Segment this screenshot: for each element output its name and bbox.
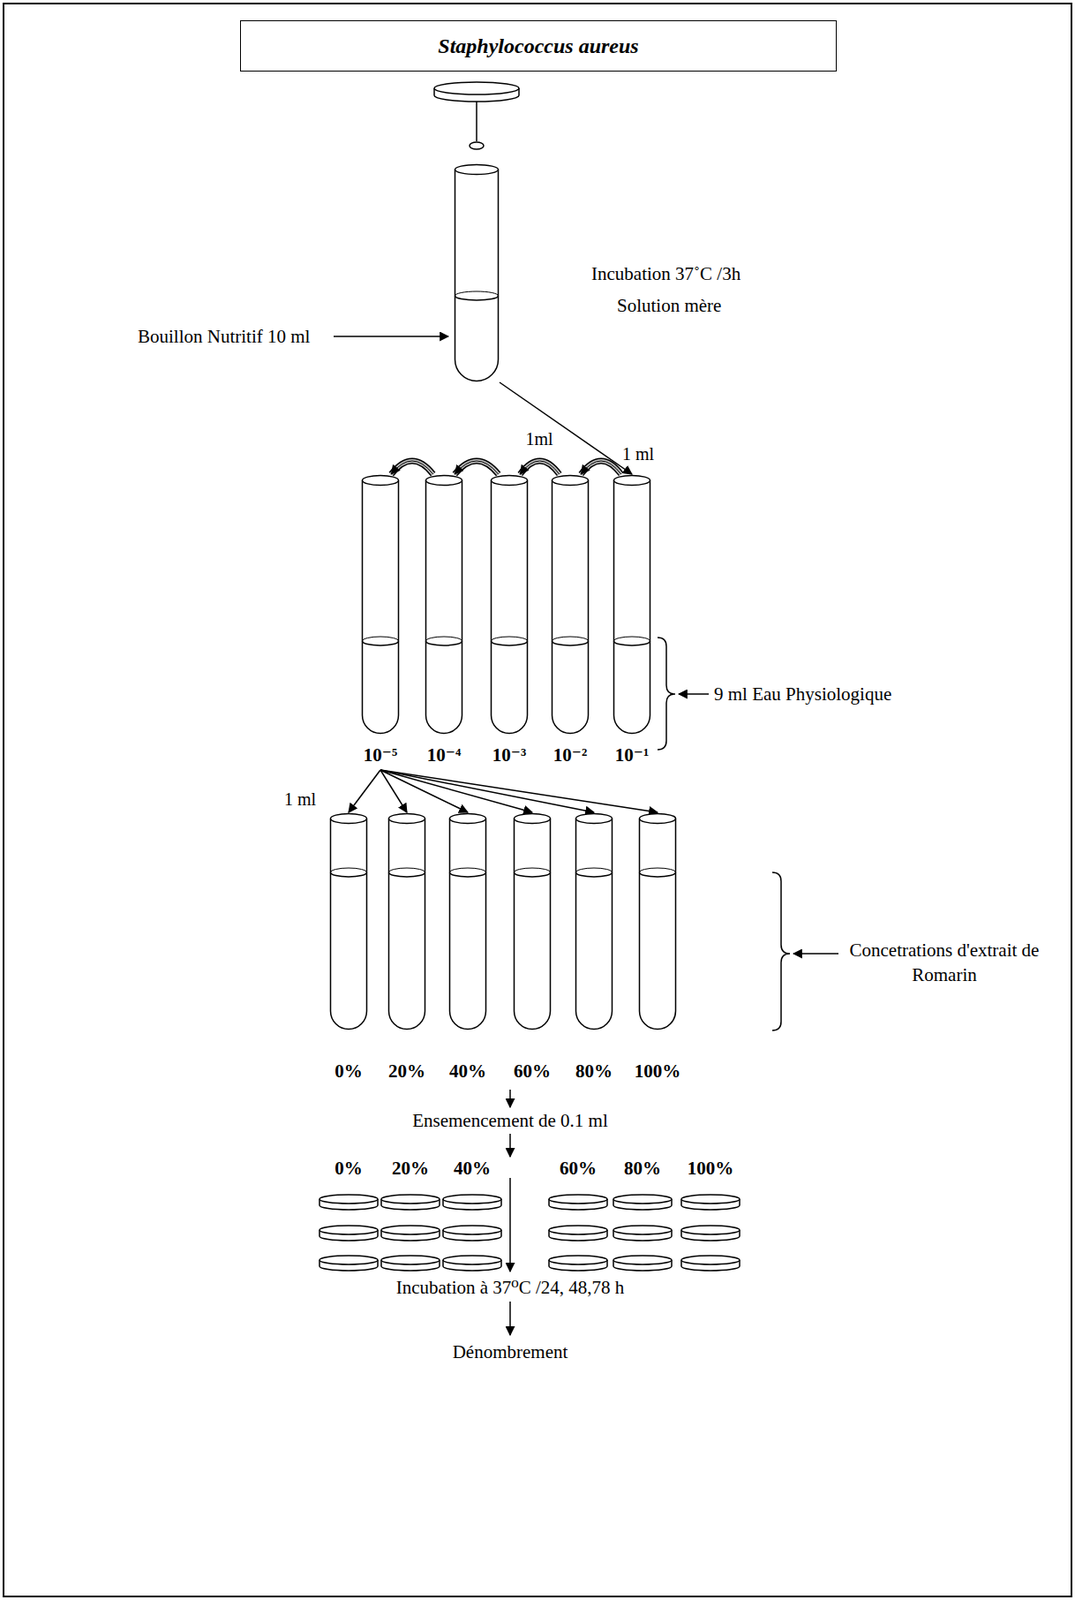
- plate-label: 80%: [623, 1155, 662, 1181]
- connector: [390, 460, 433, 474]
- edge-label: 1ml: [523, 428, 555, 450]
- title-box: Staphylococcus aureus: [240, 20, 837, 72]
- note-label: Concetrations d'extrait de Romarin: [842, 937, 1046, 988]
- tube-label: 100%: [631, 1059, 685, 1083]
- tube-label: 80%: [569, 1059, 619, 1083]
- petri-plate: [443, 1225, 502, 1241]
- connector: [519, 460, 559, 474]
- test-tube: 60%: [507, 811, 557, 1086]
- plate-label: 40%: [453, 1155, 491, 1181]
- test-tube: 20%: [382, 811, 432, 1086]
- note-label: Bouillon Nutritif 10 ml: [137, 323, 310, 349]
- note-label: Incubation à 37⁰C /24, 48,78 h: [396, 1274, 625, 1300]
- tube-label: 10⁻⁴: [419, 743, 469, 767]
- title-text: Staphylococcus aureus: [437, 32, 639, 60]
- connector: [499, 382, 632, 474]
- petri-plate: [319, 1225, 378, 1241]
- tube-note: Solution mère: [616, 293, 722, 317]
- flow-arrow: [509, 1133, 512, 1157]
- test-tube: 100%: [631, 811, 685, 1086]
- tube-label: 0%: [323, 1059, 374, 1083]
- petri-plate: [613, 1255, 672, 1271]
- petri-plate: [443, 1255, 502, 1271]
- petri-plate: [443, 1194, 502, 1210]
- edge-label: 1 ml: [620, 443, 656, 465]
- tube-note: Incubation 37˚C /3h: [591, 262, 741, 286]
- connector: [380, 769, 594, 812]
- pointer-arrow: [333, 335, 449, 338]
- tube-label: 20%: [382, 1059, 432, 1083]
- petri-plate: [548, 1225, 608, 1241]
- tube-outline: [360, 473, 400, 735]
- connector: [380, 769, 533, 812]
- tube-outline: [638, 811, 677, 1030]
- bracket: [657, 637, 676, 750]
- tube-outline: [489, 473, 529, 735]
- petri-plate: [319, 1255, 378, 1271]
- plate-label: 20%: [391, 1155, 429, 1181]
- note-label: Dénombrement: [452, 1338, 569, 1364]
- plate-label: 0%: [334, 1155, 363, 1181]
- flow-arrow: [509, 1177, 512, 1271]
- pointer-arrow: [793, 952, 839, 955]
- petri-plate: [681, 1225, 740, 1241]
- tube-label: 40%: [443, 1059, 493, 1083]
- petri-plate: [548, 1194, 608, 1210]
- note-label: Ensemencement de 0.1 ml: [412, 1107, 609, 1133]
- petri-plate: [613, 1225, 672, 1241]
- plate-label: 100%: [687, 1155, 735, 1181]
- tube-outline: [448, 811, 488, 1030]
- petri-plate: [681, 1194, 740, 1210]
- tube-label: 10⁻⁵: [355, 743, 406, 767]
- test-tube: 80%: [569, 811, 619, 1086]
- edge-label: 1 ml: [282, 789, 318, 810]
- petri-dish: [434, 82, 519, 150]
- tube-outline: [329, 811, 369, 1030]
- petri-plate: [613, 1194, 672, 1210]
- test-tube: 40%: [443, 811, 493, 1086]
- tube-label: 10⁻¹: [607, 743, 657, 767]
- tube-label: 10⁻³: [484, 743, 534, 767]
- petri-plate: [319, 1194, 378, 1210]
- tube-outline: [612, 473, 652, 735]
- test-tube: 10⁻⁴: [419, 473, 469, 770]
- tube-label: 10⁻²: [545, 743, 595, 767]
- tube-outline: [424, 473, 464, 735]
- plates: [319, 1194, 740, 1271]
- connector: [454, 460, 498, 474]
- tube-outline: [453, 163, 500, 383]
- flow-arrow: [509, 1089, 512, 1107]
- petri-plate: [548, 1255, 608, 1271]
- connector: [380, 769, 658, 812]
- test-tube: 0%: [323, 811, 374, 1086]
- test-tube: 10⁻⁵: [355, 473, 406, 770]
- frame: [3, 3, 1072, 1596]
- tube-outline: [550, 473, 590, 735]
- petri-plate: [681, 1255, 740, 1271]
- connector: [580, 460, 621, 474]
- note-label: 9 ml Eau Physiologique: [714, 681, 892, 707]
- test-tube: Incubation 37˚C /3hSolution mère: [453, 163, 500, 383]
- connector: [348, 769, 381, 812]
- petri-plate: [381, 1194, 440, 1210]
- tube-label: 60%: [507, 1059, 557, 1083]
- test-tube: 10⁻³: [484, 473, 534, 770]
- test-tube: 10⁻¹: [607, 473, 657, 770]
- petri-plate: [381, 1225, 440, 1241]
- tube-outline: [512, 811, 552, 1030]
- petri-plate: [381, 1255, 440, 1271]
- tube-outline: [387, 811, 427, 1030]
- tube-outline: [574, 811, 614, 1030]
- pointer-arrow: [678, 692, 709, 695]
- test-tube: 10⁻²: [545, 473, 595, 770]
- plate-label: 60%: [559, 1155, 597, 1181]
- bracket: [772, 872, 790, 1030]
- flow-arrow: [509, 1300, 512, 1335]
